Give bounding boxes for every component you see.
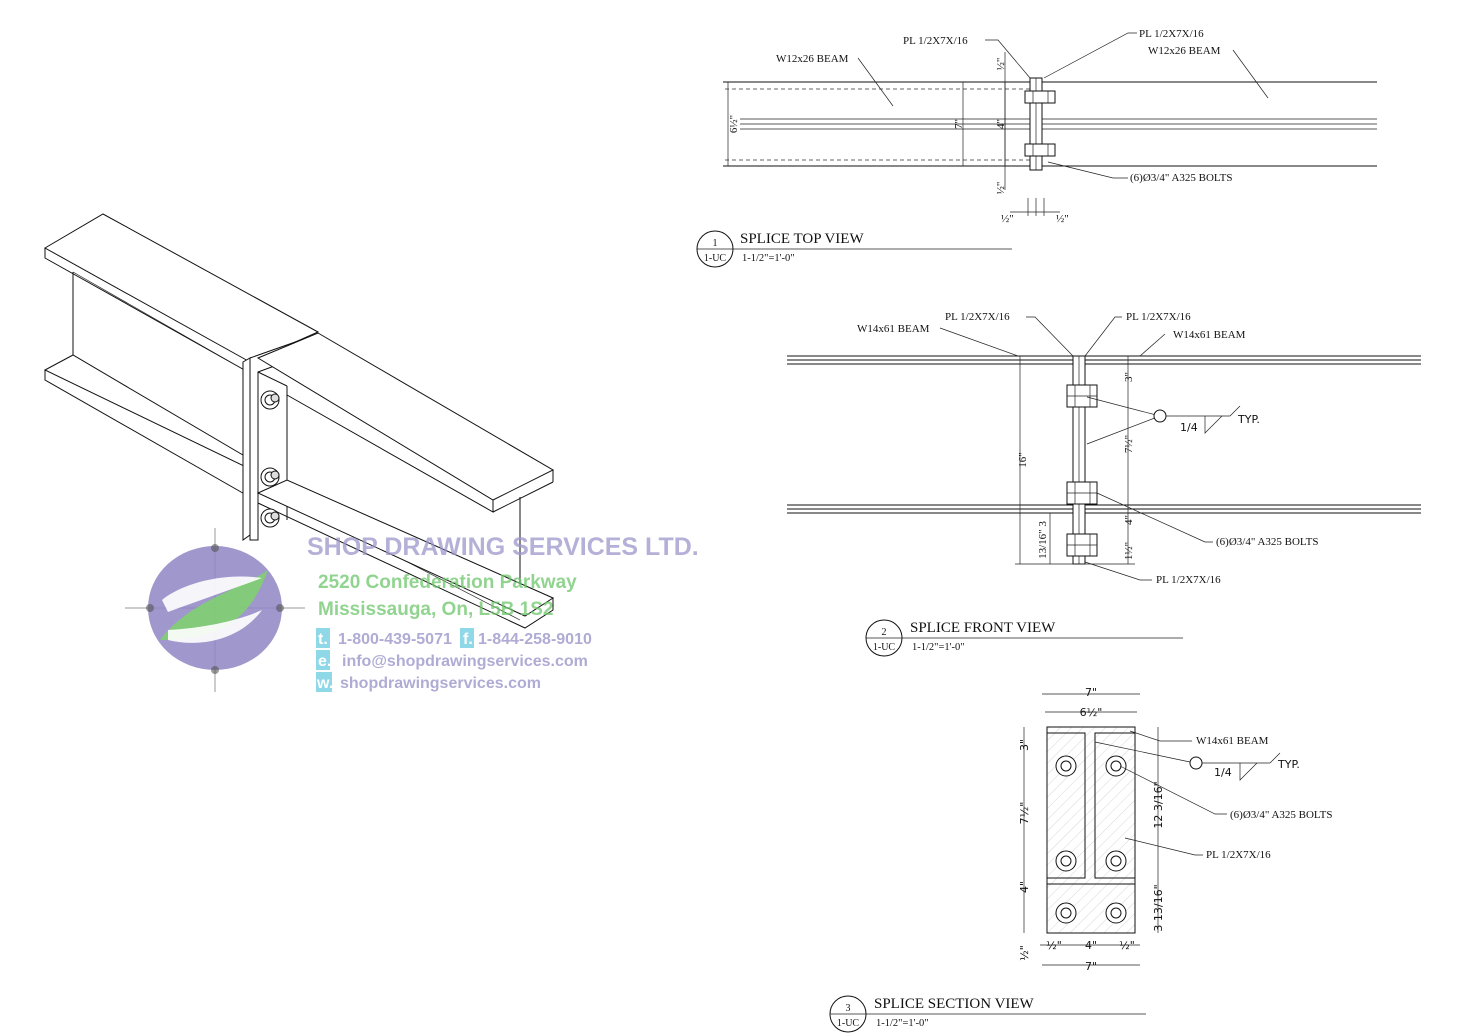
watermark-phone: 1-800-439-5071 (338, 631, 452, 648)
top-view-sheet: 1-UC (704, 253, 727, 264)
splice-top-view: 6½" 7" ½" 4" ½" ½" ½" W12x26 BEAM W12x26… (696, 28, 1377, 268)
splice-section-view: 7" 6½" 3" 7½" 4" ½" 12 3/16" 3 13/16" ½"… (829, 686, 1332, 1033)
top-label-plate-left: PL 1/2X7X/16 (903, 35, 968, 47)
top-dim-edge-bot: ½" (995, 182, 1007, 195)
top-label-beam-left: W12x26 BEAM (776, 53, 849, 65)
front-label-bolts: (6)Ø3/4" A325 BOLTS (1216, 536, 1318, 548)
section-dim-right-lower: 3 13/16" (1152, 884, 1165, 931)
iso-bolt (260, 390, 280, 410)
front-view-number: 2 (882, 627, 887, 638)
top-view-bolt (1024, 90, 1056, 104)
top-view-scale: 1-1/2"=1'-0" (742, 253, 795, 264)
front-label-plate-left: PL 1/2X7X/16 (945, 311, 1010, 323)
front-label-plate-bottom: PL 1/2X7X/16 (1156, 574, 1221, 586)
section-bolt (1055, 850, 1077, 872)
front-label-beam-right: W14x61 BEAM (1173, 329, 1246, 341)
section-dim-flange: 6½" (1080, 706, 1103, 719)
section-view-title: SPLICE SECTION VIEW (874, 996, 1035, 1012)
watermark: SHOP DRAWING SERVICES LTD. 2520 Confeder… (125, 528, 699, 692)
section-label-bolts: (6)Ø3/4" A325 BOLTS (1230, 809, 1332, 821)
watermark-phone-tag: t. (318, 631, 328, 648)
watermark-address-line1: 2520 Confederation Parkway (318, 572, 577, 593)
section-weld-size: 1/4 (1214, 766, 1232, 779)
front-weld-size: 1/4 (1180, 421, 1198, 434)
iso-right-top-flange (256, 332, 555, 501)
front-dim-mid: 7½" (1123, 435, 1135, 453)
front-view-bolt (1066, 533, 1098, 557)
top-label-beam-right: W12x26 BEAM (1148, 45, 1221, 57)
top-dim-overall: 6½" (728, 115, 740, 133)
section-dim-bottom-right: ½" (1119, 939, 1135, 952)
section-bolt (1105, 902, 1127, 924)
watermark-web-tag: w. (316, 675, 333, 692)
front-label-beam-left: W14x61 BEAM (857, 323, 930, 335)
watermark-email-tag: e. (318, 653, 331, 670)
section-dim-left-7half: 7½" (1018, 802, 1031, 825)
front-view-scale: 1-1/2"=1'-0" (912, 642, 965, 653)
section-view-number: 3 (846, 1003, 851, 1014)
front-view-sheet: 1-UC (873, 642, 896, 653)
iso-splice-plate-left (242, 357, 251, 541)
top-dim-gauge: 4" (995, 119, 1007, 129)
front-view-title: SPLICE FRONT VIEW (910, 620, 1056, 636)
top-dim-edge-top: ½" (995, 58, 1007, 71)
section-dim-bottom-mid: 4" (1085, 939, 1097, 952)
iso-left-bottom-flange (43, 354, 249, 469)
top-dim-plate: 7" (953, 119, 965, 129)
section-label-plate: PL 1/2X7X/16 (1206, 849, 1271, 861)
top-label-bolts: (6)Ø3/4" A325 BOLTS (1130, 172, 1232, 184)
company-logo (125, 528, 305, 692)
top-dim-plate-t-right: ½" (1056, 213, 1069, 225)
isometric-splice-view (43, 213, 555, 629)
section-view-sheet: 1-UC (837, 1018, 860, 1029)
front-dim-bot-edge: 13/16" 3 (1037, 521, 1049, 559)
top-dim-plate-t-left: ½" (1001, 213, 1014, 225)
section-dim-left-half: ½" (1018, 945, 1031, 961)
front-view-bolt (1066, 384, 1098, 408)
watermark-company: SHOP DRAWING SERVICES LTD. (307, 533, 699, 561)
section-dim-left-4: 4" (1018, 881, 1031, 893)
front-dim-bottom: 1½" (1123, 542, 1135, 560)
section-weld-note: TYP. (1277, 758, 1300, 771)
front-dim-lower: 4" (1123, 515, 1135, 525)
front-label-plate-right: PL 1/2X7X/16 (1126, 311, 1191, 323)
front-dim-top-edge: 3" (1123, 372, 1135, 382)
section-bolt (1055, 902, 1077, 924)
watermark-email: info@shopdrawingservices.com (342, 653, 588, 670)
section-bolt (1105, 850, 1127, 872)
watermark-fax-tag: f. (463, 631, 473, 648)
section-dim-left-3: 3" (1018, 739, 1031, 751)
iso-bolt (260, 508, 280, 528)
top-view-bolt (1024, 143, 1056, 157)
section-view-scale: 1-1/2"=1'-0" (876, 1018, 929, 1029)
top-view-number: 1 (713, 238, 718, 249)
section-dim-width-top: 7" (1085, 686, 1097, 699)
front-weld-note: TYP. (1237, 413, 1260, 426)
iso-left-top-flange (43, 213, 320, 363)
section-dim-right-upper: 12 3/16" (1152, 781, 1165, 828)
iso-bolt (260, 467, 280, 487)
section-label-beam: W14x61 BEAM (1196, 735, 1269, 747)
section-bolt (1105, 755, 1127, 777)
front-view-bolt (1066, 481, 1098, 505)
top-view-title: SPLICE TOP VIEW (740, 231, 864, 247)
splice-front-view: 16" 13/16" 3 3" 7½" 4" 1½" 1/4 TYP. W14x… (787, 311, 1421, 657)
front-dim-depth: 16" (1017, 452, 1029, 468)
section-dim-bottom-left: ½" (1046, 939, 1062, 952)
watermark-address-line2: Mississauga, On, L5B 1S2 (318, 599, 553, 620)
section-bolt (1055, 755, 1077, 777)
watermark-fax: 1-844-258-9010 (478, 631, 592, 648)
section-dim-width-bottom: 7" (1085, 960, 1097, 973)
top-label-plate-right: PL 1/2X7X/16 (1139, 28, 1204, 40)
watermark-web: shopdrawingservices.com (340, 675, 541, 692)
